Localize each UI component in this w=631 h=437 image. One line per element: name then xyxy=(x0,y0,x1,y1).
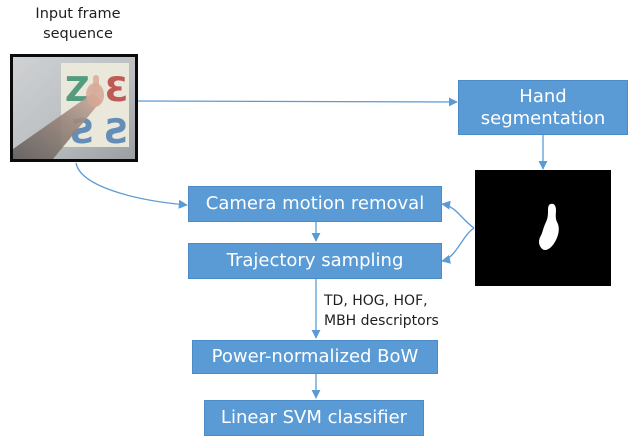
descriptor-line1: TD, HOG, HOF, xyxy=(324,293,428,309)
hand-segmentation-label-line2: segmentation xyxy=(480,107,606,129)
linear-svm-classifier-label: Linear SVM classifier xyxy=(220,407,408,428)
trajectory-sampling-box: Trajectory sampling xyxy=(188,243,442,279)
power-normalized-bow-label: Power-normalized BoW xyxy=(211,346,419,367)
power-normalized-bow-box: Power-normalized BoW xyxy=(192,340,438,374)
input-caption-line1: Input frame xyxy=(35,6,121,22)
linear-svm-classifier-box: Linear SVM classifier xyxy=(204,400,424,436)
input-frame-image: Z 3 S S xyxy=(10,54,138,162)
sign-letter-3: 3 xyxy=(104,70,128,110)
arrow-mask-to-camera-motion xyxy=(441,200,475,229)
trajectory-sampling-label: Trajectory sampling xyxy=(226,250,404,271)
hand-mask-picture xyxy=(539,203,559,250)
arrow-mask-to-trajectory xyxy=(441,227,475,264)
arrow-input-to-hand-segmentation xyxy=(137,97,458,107)
input-caption-line2: sequence xyxy=(43,26,113,42)
input-caption: Input frame sequence xyxy=(14,4,142,44)
arrow-input-to-camera-motion xyxy=(75,162,188,209)
input-frame-picture: Z 3 S S xyxy=(13,57,135,159)
hand-mask-image xyxy=(475,170,611,286)
camera-motion-removal-box: Camera motion removal xyxy=(188,186,442,222)
descriptor-line2: MBH descriptors xyxy=(324,313,439,329)
descriptor-annotation: TD, HOG, HOF, MBH descriptors xyxy=(324,291,439,331)
sign-letter-s2: S xyxy=(104,112,129,152)
hand-segmentation-box: Hand segmentation xyxy=(458,80,628,135)
hand-segmentation-label-line1: Hand xyxy=(519,85,567,107)
camera-motion-removal-label: Camera motion removal xyxy=(205,193,425,214)
